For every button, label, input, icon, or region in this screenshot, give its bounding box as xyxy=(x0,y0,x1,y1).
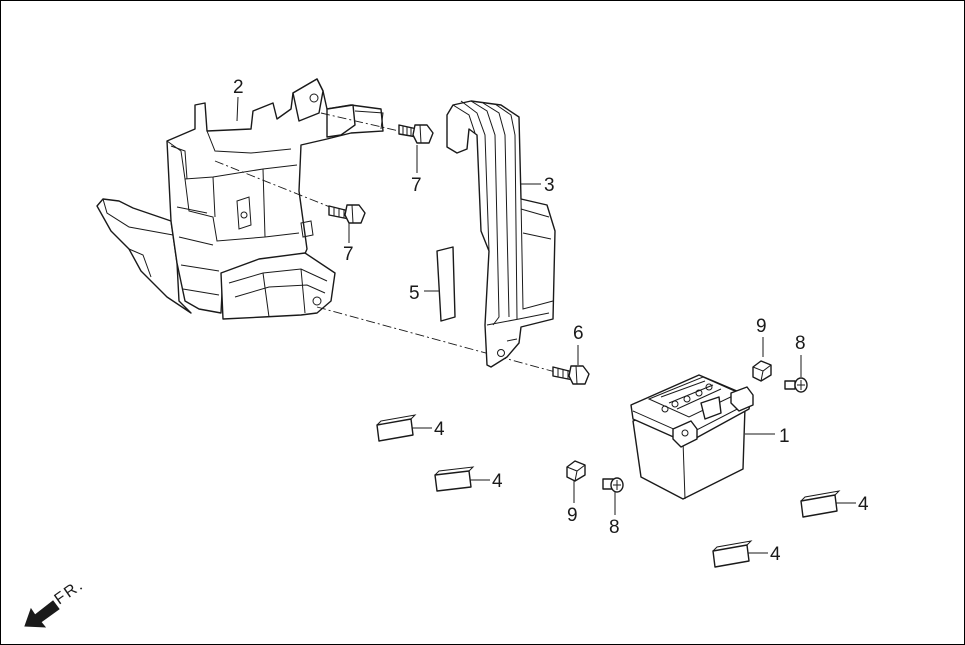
bolt-6 xyxy=(552,365,590,385)
callout-3: 3 xyxy=(544,175,555,196)
rubber-pad-5-part xyxy=(436,246,456,322)
callout-8-upper: 8 xyxy=(795,333,806,354)
callout-4-a: 4 xyxy=(434,419,445,440)
battery-part xyxy=(630,374,754,500)
front-direction-arrow-icon xyxy=(24,600,60,628)
callout-7-upper: 7 xyxy=(411,175,422,196)
battery-bracket-part xyxy=(96,78,384,320)
callout-1: 1 xyxy=(779,426,790,447)
front-direction-label: FR. xyxy=(52,576,88,608)
callout-4-c: 4 xyxy=(858,494,869,515)
screw-8-lower xyxy=(602,477,624,493)
bolt-7-upper xyxy=(398,124,434,144)
bolt-7-lower xyxy=(328,204,366,224)
callout-4-b: 4 xyxy=(492,471,503,492)
pad-4-b xyxy=(434,466,475,492)
battery-holder-strap-part xyxy=(446,100,556,368)
callout-6: 6 xyxy=(573,323,584,344)
leader-lines xyxy=(236,96,856,554)
nut-9-lower xyxy=(566,460,586,482)
pad-4-c xyxy=(800,490,841,518)
pad-4-a xyxy=(376,414,417,442)
callout-9-lower: 9 xyxy=(567,505,578,526)
callout-8-lower: 8 xyxy=(609,517,620,538)
screw-8-upper xyxy=(784,377,808,393)
callout-9-upper: 9 xyxy=(756,316,767,337)
callout-4-d: 4 xyxy=(770,544,781,565)
callout-7-lower: 7 xyxy=(343,244,354,265)
pad-4-d xyxy=(712,540,753,568)
nut-9-upper xyxy=(752,360,772,382)
callout-2: 2 xyxy=(233,77,244,98)
front-direction-indicator: FR. xyxy=(24,576,88,628)
callout-5: 5 xyxy=(409,283,420,304)
